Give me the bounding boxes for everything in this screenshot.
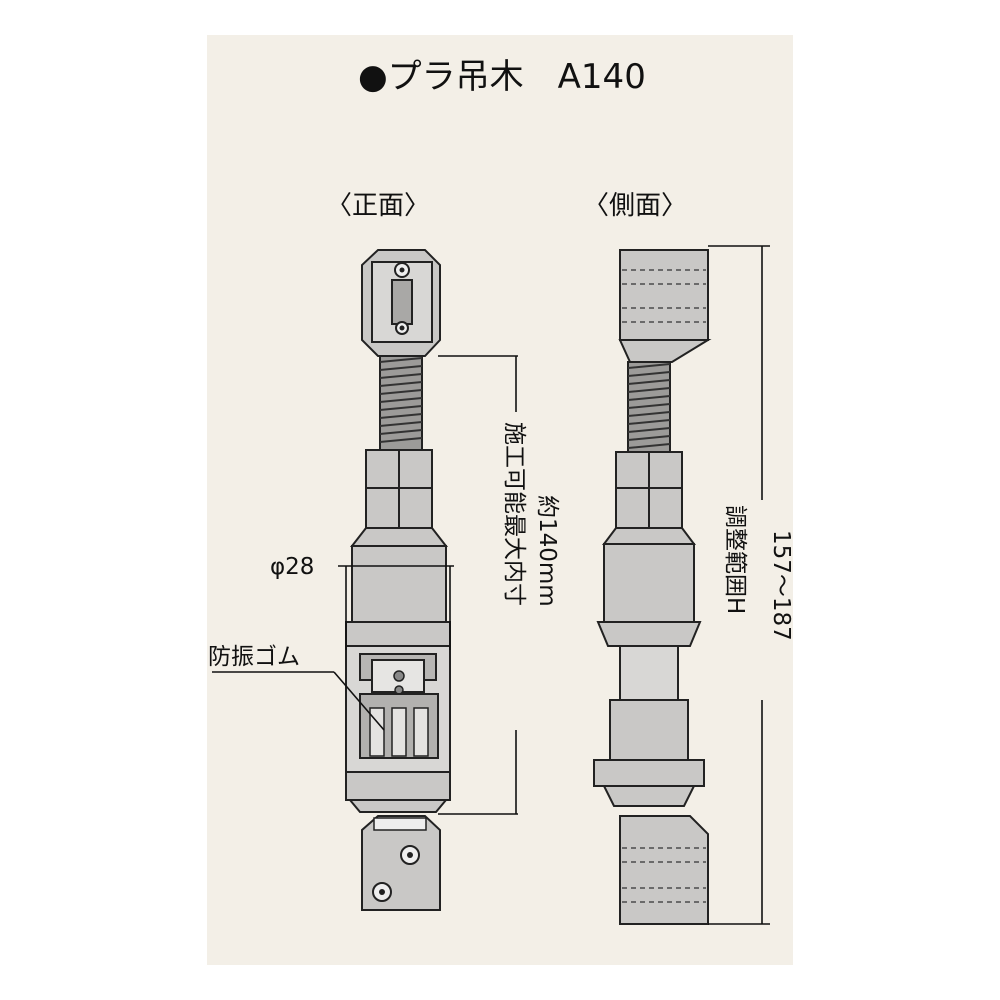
side-flange [596, 621, 702, 647]
front-base-collar [345, 771, 451, 801]
front-rubber-block [359, 693, 439, 759]
side-lower-body [593, 645, 705, 807]
inner-dimension-label-1: 施工可能最大内寸 [501, 422, 527, 606]
inner-dimension-label-2: 約140mm [534, 495, 560, 607]
front-base-taper [347, 799, 449, 813]
side-view [593, 249, 712, 925]
front-view [345, 249, 451, 911]
side-view-label: 〈側面〉 [583, 191, 687, 221]
range-dimension-label-2: 157～187 [768, 530, 794, 641]
rubber-label: 防振ゴム [208, 644, 300, 670]
side-nut [615, 451, 683, 529]
inner-dimension [438, 355, 518, 815]
diameter-dimension [338, 565, 454, 650]
front-sleeve-top [349, 527, 449, 547]
front-nut [365, 449, 433, 529]
range-dimension-label-1: 調整範囲H [722, 505, 748, 614]
side-main-tube [603, 543, 695, 623]
front-view-label: 〈正面〉 [326, 191, 430, 221]
diagram-panel [207, 35, 793, 965]
diagram-title: ●プラ吊木 A140 [358, 57, 646, 97]
side-bottom-bracket [619, 815, 709, 925]
diameter-label: φ28 [270, 554, 314, 580]
side-sleeve-top [602, 527, 696, 545]
rubber-leader-line [333, 671, 385, 731]
side-threaded-rod [627, 361, 671, 453]
side-top-bracket [618, 249, 712, 363]
front-threaded-rod [379, 355, 423, 451]
front-bottom-bracket [361, 815, 441, 911]
front-top-bracket [361, 249, 441, 357]
range-dimension [708, 245, 770, 925]
